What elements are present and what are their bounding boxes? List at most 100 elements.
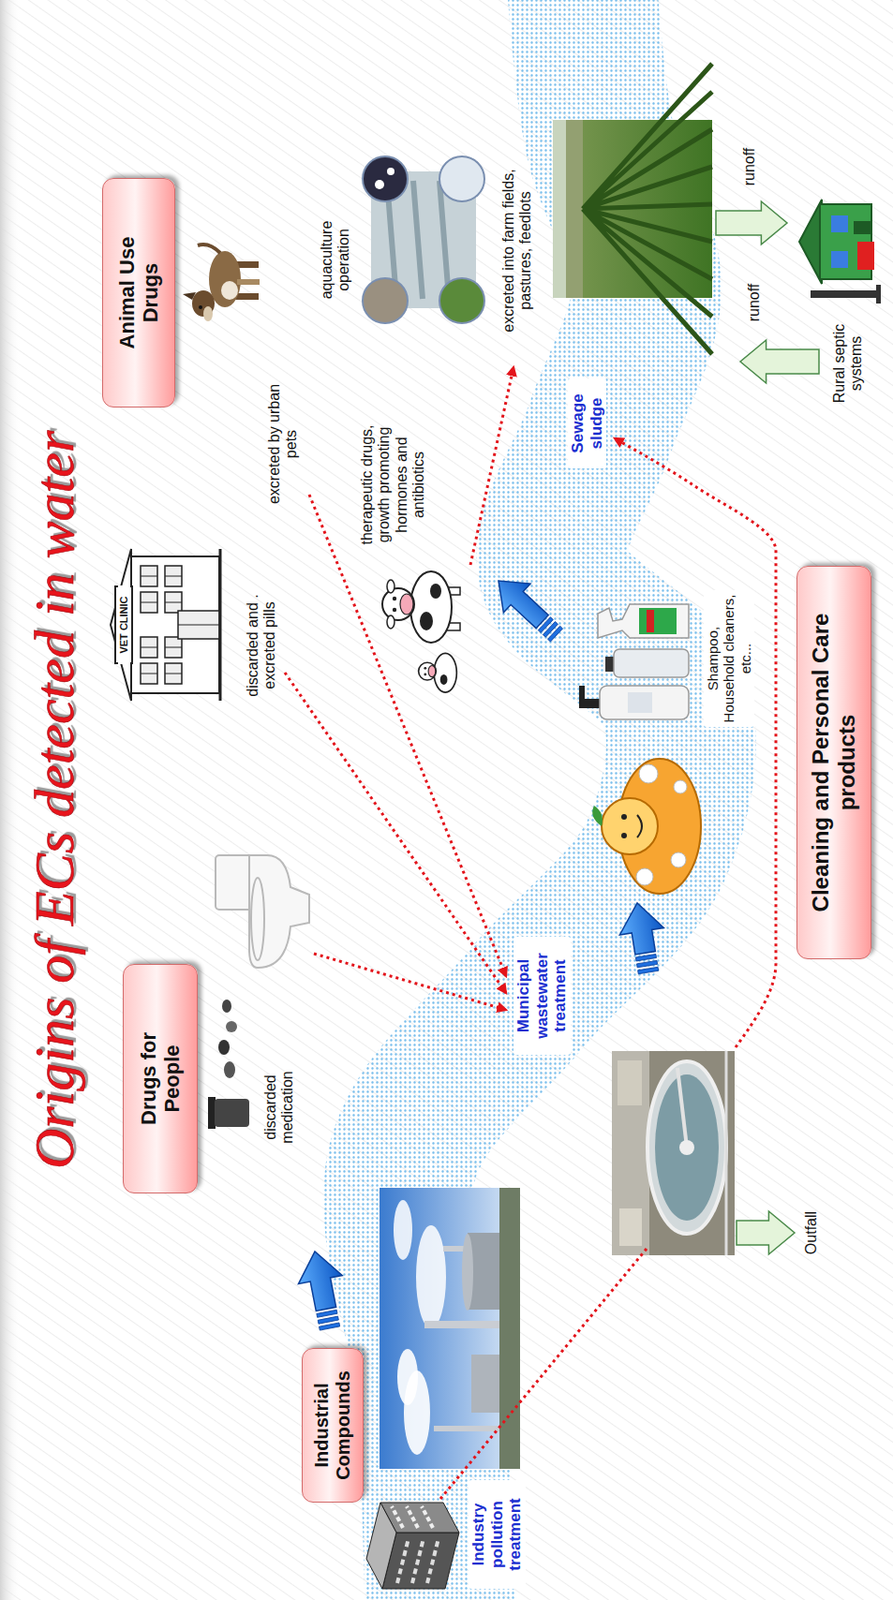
label-box: discarded and . excreted pills [244,580,280,712]
dog-figure [182,244,260,322]
cow-figure [410,571,452,643]
aquaculture-photo [362,156,485,324]
note-label: runoff [741,133,759,200]
arrow-tail-bar [636,960,657,968]
place-label: Industry pollution treatment [468,1480,526,1590]
dog-figure [237,279,260,285]
septic-house [831,215,849,233]
field-photo [552,63,713,355]
arrow-tail-bar [638,967,659,974]
label-box: excreted into farm fields, pastures, fee… [500,140,536,361]
runoff-arrow [740,340,819,384]
flow-arrow [485,566,556,637]
note-label: Outfall [803,1195,820,1271]
factory-building [397,1538,439,1584]
sign-text: VET CLINIC [118,585,131,665]
city-photo [424,1321,502,1329]
source-lines [284,367,776,1500]
city-photo [499,1188,521,1470]
cow-figure [382,588,415,621]
dog-figure [203,306,213,322]
arrow-tail-bar [319,1323,341,1331]
septic-house [810,290,881,298]
baby-bath-cartoon [592,805,603,827]
title-box: Origins of ECs detected in water [23,431,86,1170]
cow-figure [392,596,397,601]
note-label: discarded medication [262,1060,298,1155]
label-box: Outfall [803,1195,820,1271]
medicine-pills [208,999,250,1130]
category-label: Animal Use Drugs [115,213,164,373]
city-photo [433,1426,502,1432]
cow-figure [418,662,437,681]
dotted-source-line [470,367,514,566]
dotted-source-line [284,672,507,994]
cleaning-bottles [599,685,689,720]
cow-figure [386,580,395,594]
cow-figure [430,583,442,599]
vet-clinic-drawing [131,556,220,694]
aquaculture-photo [374,179,385,190]
place-label: Sewage sludge [567,378,607,469]
septic-house [831,251,849,268]
baby-bath-cartoon [592,759,701,894]
cow-figure [440,674,448,685]
vet-clinic-drawing [140,565,220,685]
label-box: aquaculture operation [318,206,354,314]
place-label: Municipal wastewater treatment [513,937,571,1056]
wastewater-plant-photo [725,1051,729,1256]
label-box: runoff [741,133,759,200]
toilet-drawing [215,855,310,968]
category-box: Cleaning and Personal Care products [796,565,872,960]
dotted-source-line [313,953,507,1011]
vet-clinic-drawing [110,549,221,701]
septic-house [799,199,881,304]
septic-house [857,241,875,270]
cow-figure [386,615,395,629]
runoff-arrow [736,1211,795,1255]
medicine-pills [222,999,232,1013]
note-label: Rural septic systems [831,312,866,416]
cleaning-bottles [613,649,689,678]
wastewater-plant-photo [611,1051,735,1256]
city-photo [397,1349,418,1406]
wastewater-plant-photo [677,1068,687,1148]
toilet-drawing [215,855,254,910]
dotted-source-line [614,438,776,1048]
septic-house [853,221,872,235]
cleaning-bottles [597,604,689,639]
diagram-title: Origins of ECs detected in water [23,431,86,1170]
flow-arrow [615,899,671,977]
label-box: Municipal wastewater treatment [513,937,571,1056]
vet-clinic-drawing [115,586,133,664]
note-label: discarded and . excreted pills [244,580,280,712]
wastewater-plant-photo [617,1060,642,1106]
category-label: Drugs for People [136,999,185,1160]
flow-arrows [293,201,819,1334]
label-box: Sewage sludge [567,378,607,469]
label-box: therapeutic drugs, growth promoting horm… [358,407,429,563]
cleaning-bottles [627,692,653,714]
field-photo [582,63,713,355]
cow-figure [400,594,414,615]
label-box: excreted by urban pets [266,383,301,506]
label-box: VET CLINIC [118,585,131,665]
wastewater-plant-photo [647,1061,727,1235]
runoff-arrow [736,1211,795,1255]
arrow-tail-bar [537,617,553,634]
note-label: therapeutic drugs, growth promoting horm… [358,407,429,563]
note-label: excreted into farm fields, pastures, fee… [500,140,536,361]
dog-figure [197,244,221,254]
wastewater-plant-photo [619,1208,642,1247]
flow-arrow [485,566,571,651]
toilet-drawing [251,878,265,961]
wastewater-plant-photo [611,1051,650,1256]
dotted-source-line [309,494,507,977]
baby-bath-cartoon [621,814,627,820]
vet-clinic-drawing [110,549,132,701]
city-photo [416,1225,447,1329]
factory-building [366,1503,460,1590]
